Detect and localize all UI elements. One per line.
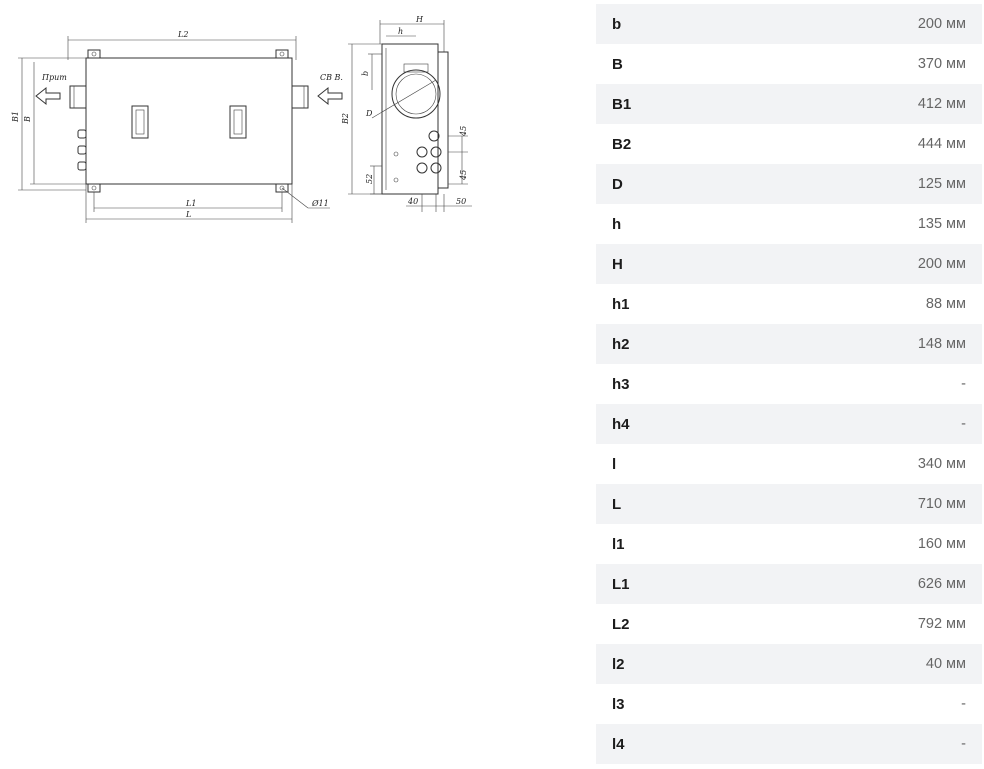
spec-value: -	[961, 376, 966, 392]
dim-d-label: D	[365, 109, 373, 118]
spec-key: L2	[612, 615, 630, 633]
spec-key: h2	[612, 335, 630, 353]
spec-value: 135 мм	[917, 216, 966, 232]
spec-row: h4 -	[596, 404, 982, 444]
spec-row: h 135 мм	[596, 204, 982, 244]
spec-row: b 200 мм	[596, 4, 982, 44]
spec-row: l 340 мм	[596, 444, 982, 484]
label-sv: СВ В.	[320, 73, 343, 82]
spec-value: 444 мм	[917, 136, 966, 152]
spec-value: 148 мм	[917, 336, 966, 352]
spec-key: h	[612, 215, 622, 233]
label-prit: Прит	[41, 73, 67, 82]
spec-key: l2	[612, 655, 625, 673]
spec-key: l3	[612, 695, 625, 713]
dim-h-small-label: h	[398, 27, 403, 36]
spec-key: h3	[612, 375, 630, 393]
dim-l-label: L	[185, 210, 191, 219]
dim-52-label: 52	[365, 174, 374, 184]
spec-row: L2 792 мм	[596, 604, 982, 644]
spec-value: 710 мм	[917, 496, 966, 512]
spec-row: l2 40 мм	[596, 644, 982, 684]
spec-key: H	[612, 255, 623, 273]
spec-value: 370 мм	[917, 56, 966, 72]
spec-row: B1 412 мм	[596, 84, 982, 124]
front-view: L2 Прит СВ В.	[11, 30, 343, 223]
spec-key: B1	[612, 95, 632, 113]
spec-key: B2	[612, 135, 632, 153]
technical-drawing: L2 Прит СВ В.	[0, 0, 580, 260]
dim-b1-label: B1	[11, 111, 20, 123]
dim-l2-label: L2	[177, 30, 188, 39]
spec-value: 40 мм	[925, 656, 966, 672]
spec-value: 792 мм	[917, 616, 966, 632]
spec-key: L1	[612, 575, 630, 593]
spec-row: h1 88 мм	[596, 284, 982, 324]
spec-key: l4	[612, 735, 625, 753]
spec-value: 160 мм	[917, 536, 966, 552]
spec-value: 125 мм	[917, 176, 966, 192]
spec-row: L1 626 мм	[596, 564, 982, 604]
dim-45a-label: 45	[459, 126, 468, 137]
label-phi11: Ø11	[311, 199, 329, 208]
unit-body	[85, 57, 293, 185]
spec-value: -	[961, 736, 966, 752]
dim-b-label: B	[23, 116, 32, 123]
spec-value: 200 мм	[917, 256, 966, 272]
dim-b-small-label: b	[361, 71, 370, 76]
spec-key: b	[612, 15, 622, 33]
spec-row: l4 -	[596, 724, 982, 764]
spec-key: l	[612, 455, 617, 473]
spec-row: B 370 мм	[596, 44, 982, 84]
spec-key: h4	[612, 415, 630, 433]
spec-row: l1 160 мм	[596, 524, 982, 564]
spec-value: -	[961, 416, 966, 432]
spec-row: L 710 мм	[596, 484, 982, 524]
spec-row: h2 148 мм	[596, 324, 982, 364]
dim-b2-label: B2	[341, 113, 350, 125]
spec-value: -	[961, 696, 966, 712]
dim-l1-label: L1	[185, 199, 196, 208]
duct-circle	[391, 69, 441, 119]
spec-value: 340 мм	[917, 456, 966, 472]
spec-row: D 125 мм	[596, 164, 982, 204]
spec-key: L	[612, 495, 622, 513]
spec-row: h3 -	[596, 364, 982, 404]
dim-h-cap-label: H	[415, 15, 424, 24]
spec-row: l3 -	[596, 684, 982, 724]
spec-value: 626 мм	[917, 576, 966, 592]
dim-45b-label: 45	[459, 170, 468, 181]
spec-value: 88 мм	[925, 296, 966, 312]
spec-key: D	[612, 175, 623, 193]
spec-key: h1	[612, 295, 630, 313]
spec-key: l1	[612, 535, 625, 553]
spec-value: 200 мм	[917, 16, 966, 32]
spec-row: B2 444 мм	[596, 124, 982, 164]
dim-50-label: 50	[456, 197, 466, 206]
side-view: H h D b B2 45	[341, 15, 472, 212]
spec-key: B	[612, 55, 623, 73]
spec-row: H 200 мм	[596, 244, 982, 284]
spec-value: 412 мм	[917, 96, 966, 112]
dim-40-label: 40	[407, 197, 418, 206]
